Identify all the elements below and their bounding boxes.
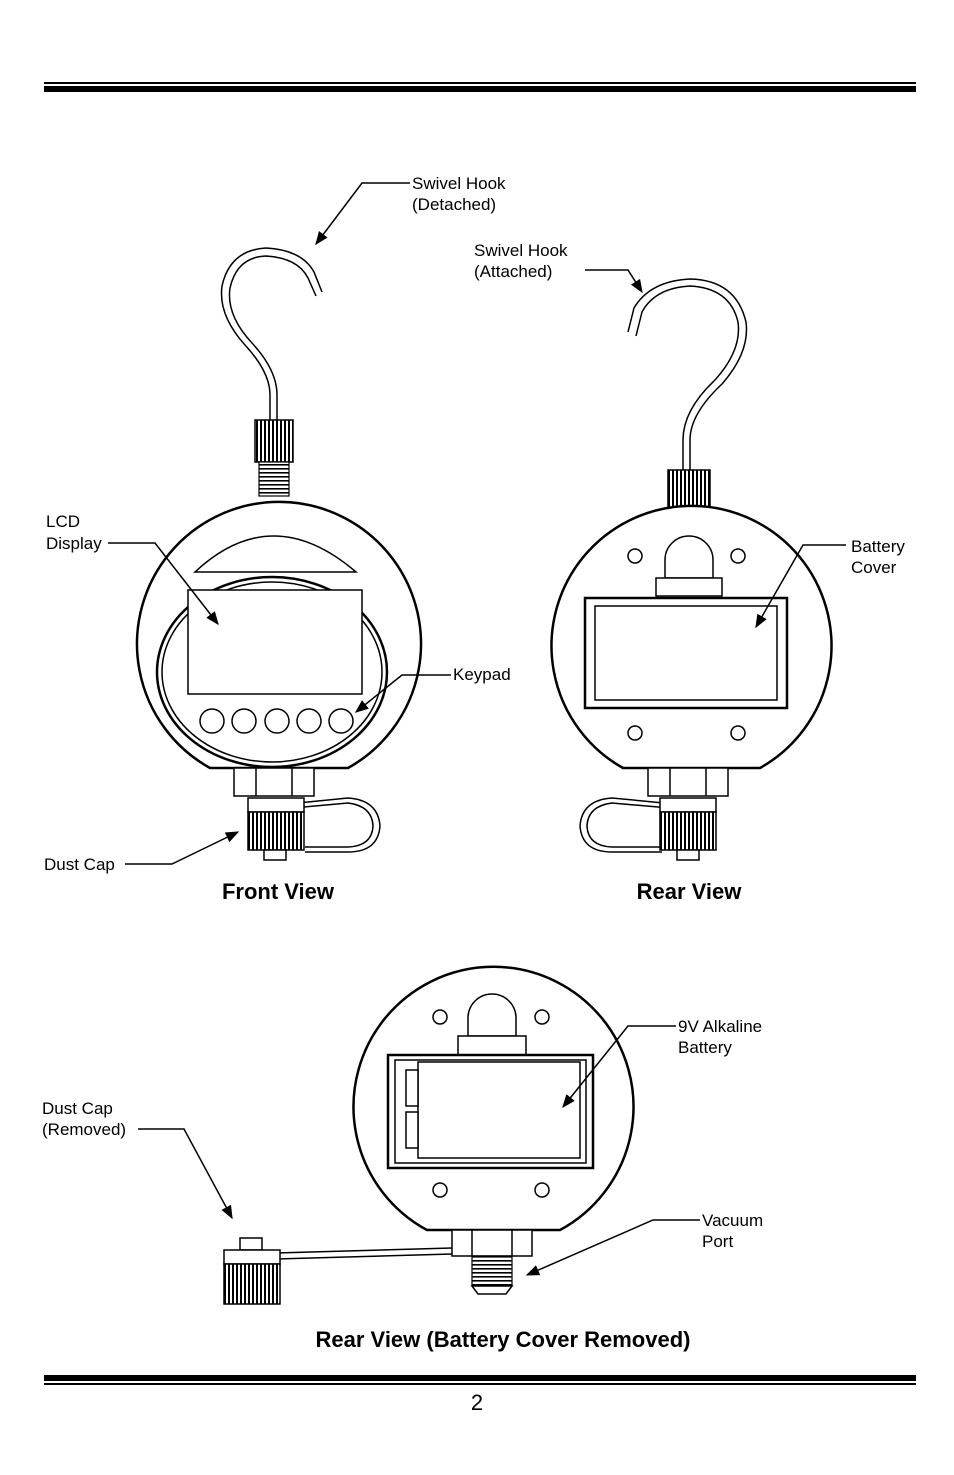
label-vacuum-port-1: Vacuum [702,1211,763,1230]
callout-leaders [108,182,846,1276]
label-battery-cover-2: Cover [851,558,897,577]
label-lcd-display-2: Display [46,534,102,553]
label-vacuum-port-2: Port [702,1232,733,1251]
bottom-rule-thin [44,1383,916,1385]
label-swivel-hook-detached-1: Swivel Hook [412,174,506,193]
label-dust-cap-removed-2: (Removed) [42,1120,126,1139]
label-9v-battery-1: 9V Alkaline [678,1017,762,1036]
title-rear-view: Rear View [637,879,743,904]
label-9v-battery-2: Battery [678,1038,732,1057]
label-dust-cap: Dust Cap [44,855,115,874]
label-swivel-hook-attached-1: Swivel Hook [474,241,568,260]
title-rear-view-battery-removed: Rear View (Battery Cover Removed) [316,1327,691,1352]
top-rule-thin [44,82,916,84]
label-swivel-hook-attached-2: (Attached) [474,262,552,281]
page-number: 2 [470,1390,484,1415]
rear-view-removed-drawing [223,965,635,1305]
label-dust-cap-removed-1: Dust Cap [42,1099,113,1118]
label-lcd-display-1: LCD [46,512,80,531]
top-rule-thick [44,86,916,92]
front-view-drawing [135,247,423,861]
label-keypad: Keypad [453,665,511,684]
bottom-rule-thick [44,1375,916,1381]
rear-view-drawing [550,278,833,861]
label-battery-cover-1: Battery [851,537,905,556]
label-swivel-hook-detached-2: (Detached) [412,195,496,214]
title-front-view: Front View [222,879,335,904]
